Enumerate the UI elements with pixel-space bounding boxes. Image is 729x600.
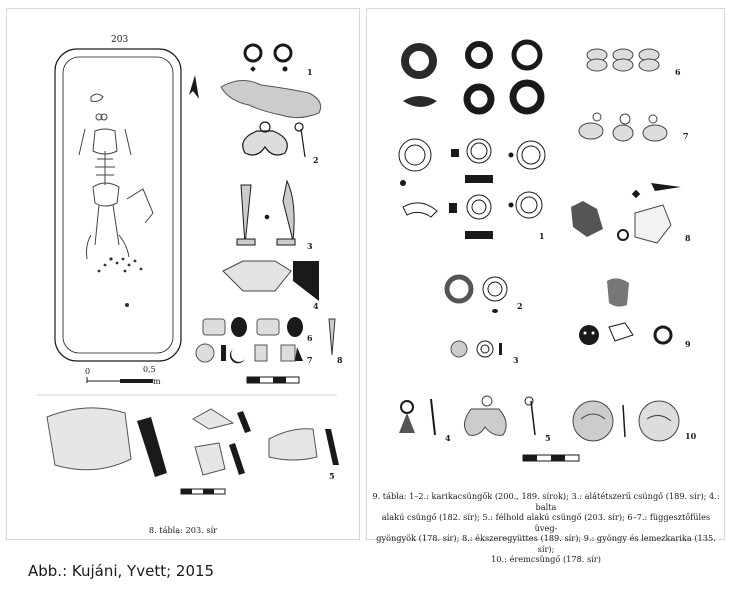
plate-9: 6 7 8 1 2 3 9 4 5 10 9. tábla: 1–2.: kar… (366, 8, 725, 564)
right-item-number-3: 3 (513, 355, 519, 365)
scale-label-half: 0,5 (143, 365, 156, 374)
right-item-1 (398, 39, 546, 239)
right-item-number-6: 6 (675, 67, 681, 77)
plate-9-caption-line: gyöngyök (178. sír); 8.: ékszeregyüttes … (376, 533, 716, 554)
scale-label-unit: m (153, 377, 161, 386)
right-item-9 (579, 278, 673, 345)
left-item-number-5: 5 (329, 471, 335, 481)
right-item-6 (586, 48, 660, 72)
plate-8-drawing (37, 43, 339, 495)
left-item-8 (328, 318, 336, 356)
grave-outline (54, 48, 182, 362)
right-item-number-10: 10 (685, 431, 697, 441)
left-item-7 (195, 343, 303, 364)
left-item-5 (46, 407, 339, 477)
plate-8-caption: 8. tábla: 203. sír (148, 525, 218, 535)
plate-9-caption: 9. tábla: 1–2.: karikacsüngők (200., 189… (371, 491, 721, 565)
right-item-number-4: 4 (445, 433, 451, 443)
left-item-3 (236, 179, 296, 246)
left-item-2 (242, 121, 306, 158)
right-item-5 (464, 395, 536, 436)
grave-number: 203 (111, 35, 129, 45)
right-item-2 (444, 274, 508, 313)
grave-scale-bar (86, 377, 153, 383)
right-item-number-1: 1 (539, 231, 545, 241)
right-item-number-5: 5 (545, 433, 551, 443)
left-item-number-7: 7 (307, 355, 313, 365)
right-item-4 (399, 398, 436, 436)
sherds-scale-bar (180, 488, 226, 495)
right-item-10 (572, 400, 680, 442)
plate-9-caption-line: 10.: éremcsüngő (178. sír) (491, 554, 601, 564)
north-arrow (189, 75, 199, 99)
left-item-number-2: 2 (313, 155, 319, 165)
left-item-6 (202, 317, 303, 337)
left-item-number-4: 4 (313, 301, 319, 311)
right-item-number-9: 9 (685, 339, 691, 349)
left-item-number-8: 8 (337, 355, 343, 365)
right-item-3 (450, 340, 502, 358)
plate-9-caption-line: 9. tábla: 1–2.: karikacsüngők (200., 189… (372, 491, 720, 512)
left-item-number-1: 1 (307, 67, 313, 77)
left-item-number-6: 6 (307, 333, 313, 343)
grave-pit (62, 56, 174, 354)
items-scale-bar (246, 376, 300, 384)
plate-9-caption-line: alakú csüngő (182. sír); 5.: félhold ala… (381, 512, 711, 533)
right-item-8 (571, 183, 681, 244)
scale-label-zero: 0 (85, 367, 91, 376)
skeleton (78, 93, 154, 260)
right-item-number-2: 2 (517, 301, 523, 311)
plate-8: 203 0 0,5 m 1 2 3 4 5 6 7 8 8. tábla: 20… (6, 8, 360, 540)
plate-9-drawing (398, 39, 681, 462)
right-item-number-8: 8 (685, 233, 691, 243)
left-item-number-3: 3 (307, 241, 313, 251)
left-item-4 (222, 260, 319, 301)
bead-scatter (97, 257, 143, 307)
left-item-1 (220, 43, 322, 119)
image-credit: Abb.: Kujáni, Yvett; 2015 (28, 562, 215, 580)
right-scale-bar (522, 454, 580, 462)
right-item-number-7: 7 (683, 131, 689, 141)
right-item-7 (578, 112, 668, 142)
